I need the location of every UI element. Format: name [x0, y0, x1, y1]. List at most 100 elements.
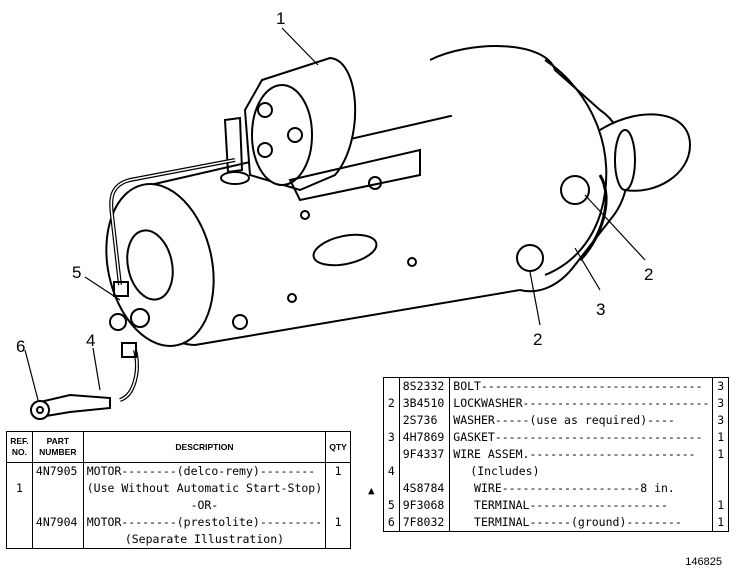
- warning-flag-icon: ▲: [368, 484, 375, 497]
- solenoid-terminal-mid: [287, 127, 303, 143]
- cell-description: -OR-: [83, 497, 327, 514]
- cell-part-number: [32, 480, 84, 497]
- cell-qty: [713, 463, 729, 480]
- table-row: 2S736 WASHER-----(use as required)---- 3: [383, 412, 729, 429]
- cell-ref: [383, 412, 400, 429]
- terminal-stud: [223, 116, 244, 174]
- leader-3: [574, 247, 601, 291]
- wire-assembly-inner: [110, 159, 236, 286]
- cell-description: GASKET------------------------------: [449, 429, 714, 446]
- housing-screw: [300, 210, 310, 220]
- leader-1: [281, 27, 319, 66]
- table-row: 8S2332 BOLT-----------------------------…: [383, 377, 729, 395]
- table-row: 5 9F3068 TERMINAL-------------------- 1: [383, 497, 729, 514]
- cell-description: MOTOR--------(prestolite)---------: [83, 514, 327, 531]
- cell-part-number: 8S2332: [399, 377, 451, 395]
- table-row: -OR-: [6, 497, 351, 514]
- callout-4: 4: [86, 331, 95, 350]
- cell-ref: 3: [383, 429, 400, 446]
- cell-part-number: 9F4337: [399, 446, 451, 463]
- gasket: [578, 174, 608, 262]
- table-row: 4 (Includes): [383, 463, 729, 480]
- table-row: 4N7905 MOTOR--------(delco-remy)--------…: [6, 462, 351, 480]
- mounting-bolt-lower: [516, 244, 544, 272]
- table-row: (Separate Illustration): [6, 531, 351, 549]
- name-plate: [312, 233, 378, 267]
- cell-part-number: 3B4510: [399, 395, 451, 412]
- ground-terminal-hole: [36, 406, 44, 414]
- end-cap-inner: [126, 229, 174, 301]
- cell-qty: 1: [717, 430, 725, 444]
- cell-qty: 3: [717, 413, 725, 427]
- cell-qty: 1: [334, 515, 342, 529]
- cell-ref: 4: [383, 463, 400, 480]
- cell-qty: [326, 480, 351, 497]
- terminal-nut: [220, 171, 250, 185]
- cell-description: WIRE--------------------8 in.: [449, 480, 714, 497]
- cell-description: WASHER-----(use as required)----: [449, 412, 714, 429]
- cell-ref: [6, 462, 33, 480]
- callout-6: 6: [16, 337, 25, 356]
- pinion-gear: [614, 129, 636, 191]
- cell-ref: [6, 497, 33, 514]
- cell-ref: 5: [383, 497, 400, 514]
- housing-screw: [232, 314, 248, 330]
- pinion-housing: [599, 113, 692, 192]
- leader-2a: [584, 194, 646, 261]
- field-terminal-nut: [130, 308, 150, 328]
- cell-description: TERMINAL--------------------: [449, 497, 714, 514]
- cell-qty: 3: [717, 379, 725, 393]
- cell-qty: [326, 497, 351, 514]
- parts-table-right: 8S2332 BOLT-----------------------------…: [383, 377, 729, 532]
- cell-part-number: 4N7905: [32, 462, 84, 480]
- terminal-on-wire: [121, 342, 137, 358]
- cell-description: BOLT--------------------------------: [449, 377, 714, 395]
- header-part-number: PART NUMBER: [32, 431, 84, 463]
- table-row: 2 3B4510 LOCKWASHER---------------------…: [383, 395, 729, 412]
- cell-qty: [713, 480, 729, 497]
- cell-part-number: 2S736: [399, 412, 451, 429]
- leader-2b: [529, 271, 541, 326]
- cell-ref: [6, 514, 33, 531]
- cell-description: (Includes): [449, 463, 714, 480]
- callout-2-lower: 2: [533, 330, 542, 349]
- parts-table-left: REF. NO. PART NUMBER DESCRIPTION QTY 4N7…: [6, 431, 351, 549]
- callout-5: 5: [72, 263, 81, 282]
- cell-ref: [6, 531, 33, 549]
- cell-qty: 3: [717, 396, 725, 410]
- solenoid-end: [251, 84, 313, 186]
- table-header-row: REF. NO. PART NUMBER DESCRIPTION QTY: [6, 431, 351, 463]
- callout-1: 1: [276, 9, 285, 28]
- end-cap: [105, 183, 215, 347]
- cell-qty: 1: [717, 515, 725, 529]
- cell-part-number: 9F3068: [399, 497, 451, 514]
- header-qty: QTY: [325, 431, 351, 463]
- table-row: 4S8784 WIRE--------------------8 in.: [383, 480, 729, 497]
- cell-part-number: 4H7869: [399, 429, 451, 446]
- bracket-bolt: [368, 176, 382, 190]
- cell-description: LOCKWASHER---------------------------: [449, 395, 714, 412]
- housing-screw: [287, 293, 297, 303]
- callout-2-upper: 2: [644, 265, 653, 284]
- leader-4: [92, 347, 101, 391]
- ground-terminal: [39, 393, 111, 418]
- table-row: 1 (Use Without Automatic Start-Stop): [6, 480, 351, 497]
- cell-part-number: [32, 497, 84, 514]
- ground-terminal-eye: [30, 400, 50, 420]
- housing-screw: [407, 257, 417, 267]
- cell-ref: 1: [6, 480, 33, 497]
- figure-number: 146825: [685, 556, 722, 568]
- cell-part-number: 7F8032: [399, 514, 451, 532]
- solenoid-terminal-top: [257, 102, 273, 118]
- cell-part-number: [399, 463, 451, 480]
- cell-description: (Use Without Automatic Start-Stop): [83, 480, 327, 497]
- cell-part-number: 4S8784: [399, 480, 451, 497]
- cell-description: TERMINAL------(ground)--------: [449, 514, 714, 532]
- leader-5: [84, 276, 121, 301]
- table-row: 3 4H7869 GASKET-------------------------…: [383, 429, 729, 446]
- drive-flange: [544, 59, 608, 276]
- mounting-bolt-upper: [560, 175, 590, 205]
- leader-6: [24, 349, 39, 401]
- terminal-5: [113, 281, 129, 297]
